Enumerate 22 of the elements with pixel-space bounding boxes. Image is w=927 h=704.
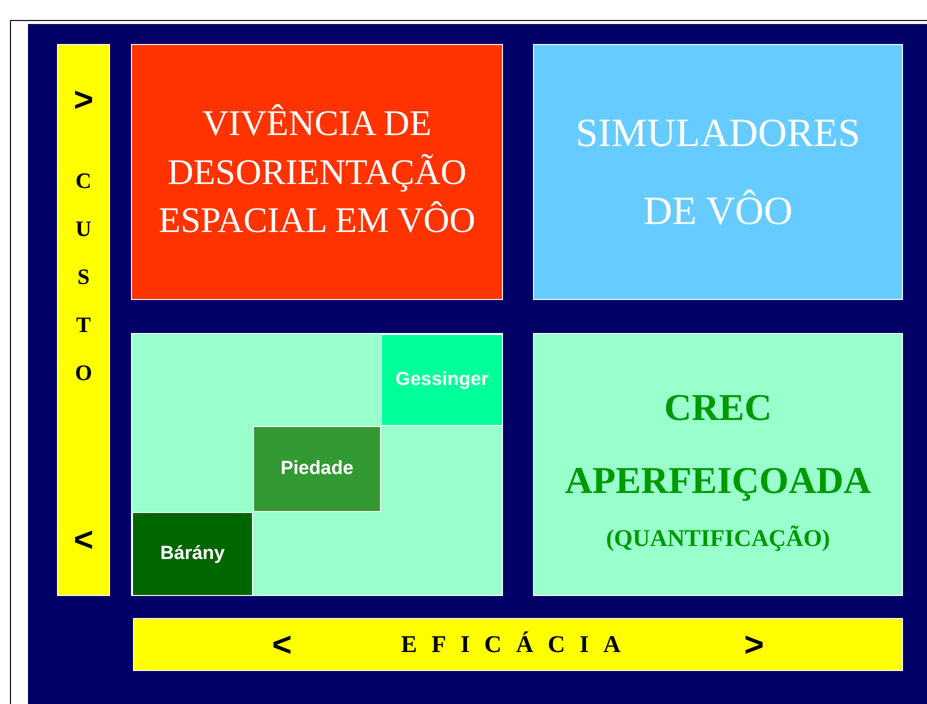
greater-than-sign: >	[74, 83, 94, 117]
quadrant-panel	[131, 333, 503, 596]
quadrant-subtitle: (QUANTIFICAÇÃO)	[606, 524, 830, 554]
axis-label: CUSTO	[74, 167, 94, 387]
axis-bar	[57, 44, 110, 596]
axis-label: EFICÁCIA	[401, 630, 635, 660]
quadrant-box	[533, 44, 903, 300]
quadrant-title: SIMULADORES DE VÔO	[574, 109, 862, 235]
step-box	[132, 512, 253, 596]
step-label: Piedade	[280, 456, 354, 481]
quadrant-title: VIVÊNCIA DE DESORIENTAÇÃO ESPACIAL EM VÔO	[158, 102, 476, 242]
quadrant-box	[533, 333, 903, 596]
step-box	[381, 334, 503, 426]
step-label: Gessinger	[396, 368, 488, 392]
greater-than-sign: >	[744, 628, 764, 662]
step-box	[253, 426, 381, 512]
axis-bar	[133, 618, 903, 671]
quadrant-title: CREC APERFEIÇOADA	[564, 386, 872, 504]
less-than-sign: <	[74, 523, 94, 557]
less-than-sign: <	[272, 628, 292, 662]
quadrant-box	[131, 44, 503, 300]
step-label: Bárány	[160, 542, 225, 566]
